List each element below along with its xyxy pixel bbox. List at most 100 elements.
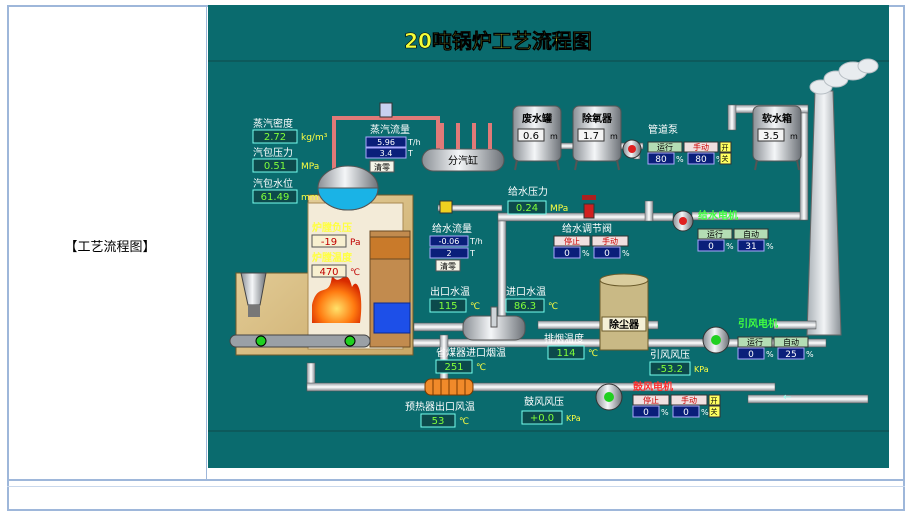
feed-valve-manual-button[interactable] — [591, 235, 629, 247]
blower-motor-value-2: 0 — [683, 408, 689, 418]
steam-density-box — [252, 129, 298, 144]
induced-fan-icon[interactable] — [702, 326, 730, 354]
deaerator-unit: m — [610, 132, 618, 141]
blower-motor-value-box-1 — [632, 405, 660, 418]
chimney — [806, 90, 842, 336]
blower-motor-value-box-2 — [672, 405, 700, 418]
feed-motor-auto-button[interactable] — [733, 228, 769, 240]
feed-motor-icon[interactable] — [672, 210, 694, 232]
drum-level-box — [252, 189, 298, 204]
waste-tank-box — [517, 128, 545, 142]
feed-motor-run-button[interactable] — [697, 228, 733, 240]
air-preheater — [424, 378, 474, 396]
deaerator-label: 除氧器 — [582, 112, 613, 125]
pipeline-pump-open-button[interactable] — [719, 141, 732, 153]
induced-motor-value-2: 25 — [785, 350, 796, 360]
inlet-water-temp-unit: ℃ — [548, 302, 558, 312]
induced-motor-run-button[interactable] — [737, 336, 773, 348]
feed-flow-box-1 — [429, 235, 469, 247]
furnace-temp-value: 470 — [319, 267, 338, 278]
feed-motor-pct-1: % — [726, 242, 734, 251]
feed-valve-label: 给水调节阀 — [562, 222, 612, 235]
feed-motor-label: 给水电机 — [698, 209, 738, 222]
feed-flow-value-1: -0.06 — [439, 237, 460, 246]
blower-pressure-unit: KPa — [566, 414, 581, 423]
deaerator-value: 1.7 — [583, 131, 599, 142]
induced-pressure-unit: KPa — [694, 365, 709, 374]
preheater-outlet-unit: ℃ — [459, 417, 469, 427]
blower-motor-manual-button[interactable] — [670, 394, 708, 406]
steam-density-value: 2.72 — [264, 132, 286, 143]
blower-motor-stop-label: 停止 — [643, 395, 659, 405]
feed-valve-icon[interactable] — [582, 195, 596, 219]
steam-density-label: 蒸汽密度 — [253, 117, 293, 130]
feed-motor-value-1: 0 — [708, 242, 714, 252]
steam-flow-reset-button[interactable] — [369, 160, 395, 173]
blower-motor-value-1: 0 — [643, 408, 649, 418]
pipeline-pump-icon[interactable] — [622, 139, 642, 159]
blower-fan-icon[interactable] — [595, 383, 623, 411]
induced-motor-value-box-2 — [777, 347, 805, 360]
feed-flow-value-2: 2 — [446, 249, 451, 258]
exhaust-temp-unit: ℃ — [588, 349, 598, 359]
induced-motor-pct-2: % — [806, 350, 814, 359]
induced-motor-value-1: 0 — [748, 350, 754, 360]
soft-tank-label: 软水箱 — [762, 112, 792, 125]
drum-pressure-unit: MPa — [301, 162, 319, 172]
row-divider — [7, 479, 905, 481]
pipeline-pump-label: 管道泵 — [648, 123, 678, 136]
inlet-water-temp-box — [505, 298, 545, 313]
soft-tank-unit: m — [790, 132, 798, 141]
feed-motor-auto-label: 自动 — [743, 229, 759, 239]
blower-motor-off-button[interactable] — [708, 405, 721, 418]
outlet-water-temp-box — [429, 298, 467, 313]
induced-pressure-label: 引风风压 — [650, 349, 690, 361]
furnace-pressure-unit: Pa — [350, 238, 361, 248]
water-wall — [373, 302, 411, 334]
pipeline-pump-off-button[interactable] — [719, 152, 732, 165]
coal-hopper — [229, 272, 371, 348]
furnace-temp-unit: ℃ — [350, 268, 360, 278]
economizer — [462, 306, 526, 341]
outlet-water-temp-label: 出口水温 — [430, 285, 470, 298]
pipeline-pump-run-button[interactable] — [647, 141, 683, 153]
blower-motor-pct-2: % — [701, 408, 709, 417]
feed-pressure-value: 0.24 — [516, 203, 538, 214]
grate-motor-indicator — [255, 335, 267, 347]
outlet-water-temp-unit: ℃ — [470, 302, 480, 312]
dust-collector: 除尘器 — [599, 273, 649, 351]
deaerator-box — [577, 128, 605, 142]
blower-motor-open-label: 开 — [711, 397, 718, 405]
steam-flow-reset-label: 清零 — [374, 162, 390, 172]
steam-density-unit: kg/m³ — [301, 133, 328, 143]
steam-flow-unit-1: T/h — [407, 138, 421, 147]
feed-flow-reset-label: 清零 — [440, 261, 456, 271]
blower-motor-open-button[interactable] — [708, 394, 721, 406]
induced-pressure-box — [649, 361, 691, 376]
smoke-cloud-icon — [809, 58, 879, 95]
feed-valve-value-box-2 — [593, 246, 621, 259]
feed-valve-pct-1: % — [582, 249, 590, 258]
feed-valve-stop-button[interactable] — [553, 235, 591, 247]
feed-flow-reset-button[interactable] — [435, 259, 461, 272]
steam-flow-label: 蒸汽流量 — [370, 123, 410, 136]
fire-icon — [312, 275, 362, 323]
economizer-flue-label: 省煤器进口烟温 — [436, 346, 506, 359]
induced-motor-pct-1: % — [766, 350, 774, 359]
pipeline-pump-value-box-2 — [687, 152, 715, 165]
pipeline-pump-manual-button[interactable] — [683, 141, 719, 153]
induced-motor-auto-button[interactable] — [773, 336, 809, 348]
feed-valve-stop-label: 停止 — [564, 236, 580, 246]
exhaust-temp-box — [547, 345, 585, 360]
feed-pressure-box — [507, 200, 547, 215]
drum-level-value: 61.49 — [261, 192, 290, 203]
waste-tank-unit: m — [550, 132, 558, 141]
preheater-outlet-box — [420, 413, 456, 428]
pipeline-pump-pct-1: % — [676, 155, 684, 164]
induced-motor-auto-label: 自动 — [783, 337, 799, 347]
blower-pressure-box — [521, 410, 563, 425]
column-divider — [206, 5, 207, 479]
blower-motor-stop-button[interactable] — [632, 394, 670, 406]
feed-valve-pct-2: % — [622, 249, 630, 258]
feed-motor-value-2: 31 — [745, 242, 756, 252]
